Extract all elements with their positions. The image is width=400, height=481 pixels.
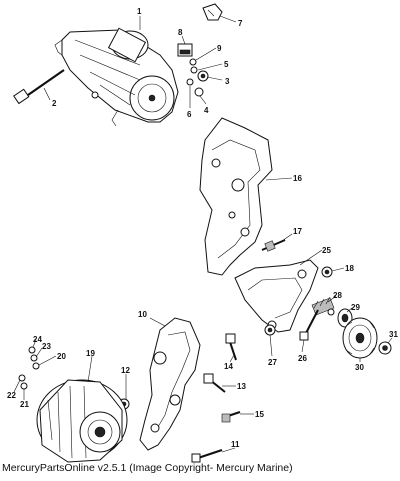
bolt-13 [203, 373, 226, 393]
washer-20 [32, 362, 40, 370]
part-label: 8 [178, 28, 183, 37]
part-label: 15 [255, 410, 264, 419]
starter-bolt [13, 69, 65, 105]
part-label: 24 [33, 335, 42, 344]
part-label: 28 [333, 291, 342, 300]
nut-4 [194, 87, 204, 97]
alternator-bracket [199, 117, 273, 276]
washer-9 [189, 58, 197, 66]
adjusting-bracket [234, 259, 319, 333]
part-label: 17 [293, 227, 302, 236]
part-label: 18 [345, 264, 354, 273]
part-label: 16 [293, 174, 302, 183]
nut-27 [264, 324, 276, 336]
part-label: 1 [137, 7, 142, 16]
part-label: 3 [225, 77, 230, 86]
part-label: 6 [187, 110, 192, 119]
alternator-brace [139, 317, 201, 451]
nut-31 [378, 341, 392, 355]
nut-24 [28, 346, 36, 354]
stud-17 [261, 239, 286, 252]
part-label: 19 [86, 349, 95, 358]
washer-5 [190, 66, 198, 74]
starter-motor [54, 27, 179, 127]
part-label: 23 [42, 342, 51, 351]
alternator [36, 379, 128, 463]
bolt-26 [299, 309, 319, 341]
part-label: 9 [217, 44, 222, 53]
spacer-29 [337, 308, 353, 328]
part-label: 20 [57, 352, 66, 361]
part-label: 27 [268, 358, 277, 367]
part-label: 14 [224, 362, 233, 371]
washer-28b [327, 308, 335, 316]
part-label: 30 [355, 363, 364, 372]
bolt-11 [191, 448, 223, 463]
part-label: 13 [237, 382, 246, 391]
leader-lines [13, 15, 393, 453]
part-labels: 1 2 3 4 5 6 7 8 9 10 11 12 13 14 15 16 1… [7, 7, 398, 449]
part-label: 29 [351, 303, 360, 312]
part-label: 26 [298, 354, 307, 363]
part-label: 10 [138, 310, 147, 319]
bolt-15 [221, 410, 241, 423]
part-label: 2 [52, 99, 57, 108]
part-label: 5 [224, 60, 229, 69]
part-label: 7 [238, 19, 243, 28]
solenoid-terminal [177, 43, 193, 57]
part-label: 31 [389, 330, 398, 339]
washer-6 [186, 78, 194, 86]
part-label: 12 [121, 366, 130, 375]
part-label: 22 [7, 391, 16, 400]
nut-22a [18, 374, 26, 382]
copyright-footer: MercuryPartsOnline v2.5.1 (Image Copyrig… [2, 462, 293, 474]
washer-21 [20, 382, 28, 390]
bolt-14 [225, 333, 237, 361]
part-label: 11 [231, 440, 240, 449]
part-label: 25 [322, 246, 331, 255]
boot-cap [202, 3, 223, 21]
part-label: 4 [204, 106, 209, 115]
idler-pulley [342, 317, 378, 359]
bolt-18 [321, 266, 333, 278]
part-label: 21 [20, 400, 29, 409]
washer-23 [30, 354, 38, 362]
